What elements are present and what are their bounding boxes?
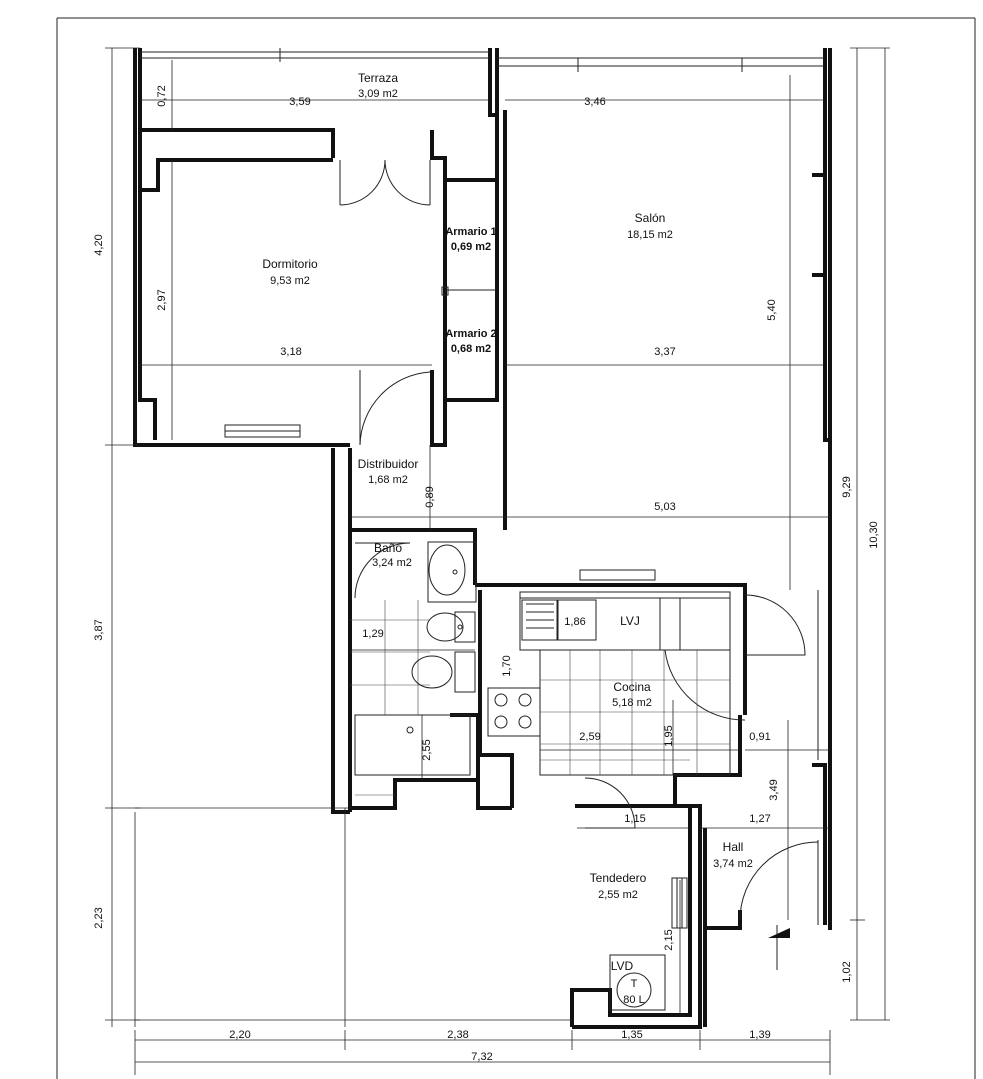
heater-label-bottom: 80 L: [623, 994, 644, 1006]
room-name-salon: Salón: [635, 211, 666, 225]
dim-1-15: 1,15: [624, 813, 645, 825]
dim-2-23: 2,23: [93, 907, 105, 928]
room-name-dormitorio: Dormitorio: [262, 257, 318, 271]
dim-3-49: 3,49: [768, 779, 780, 800]
tendedero-fixtures: [609, 877, 688, 1011]
room-area-bano: 3,24 m2: [372, 557, 412, 569]
dim-4-20: 4,20: [93, 234, 105, 255]
bath-tiles: [350, 600, 430, 796]
room-area-tendedero: 2,55 m2: [598, 889, 638, 901]
dim-1-27: 1,27: [749, 813, 770, 825]
dim-2-15: 2,15: [663, 929, 675, 950]
kitchen-fixtures: [487, 569, 731, 737]
dim-2-55: 2,55: [421, 739, 433, 760]
water-heater-icon: [616, 972, 652, 1008]
dim-3-37: 3,37: [654, 346, 675, 358]
room-area-armario2: 0,68 m2: [451, 343, 491, 355]
room-name-tendedero: Tendedero: [590, 871, 647, 885]
room-area-salon: 18,15 m2: [627, 229, 673, 241]
washbasin-icon: [427, 541, 477, 603]
lvd-label: LVD: [611, 959, 634, 973]
dimension-labels: 3,59 3,46 3,18 3,37 5,03 1,29 2,59 0,91 …: [93, 85, 880, 1063]
dim-0-89: 0,89: [424, 486, 436, 507]
dim-1-29: 1,29: [362, 628, 383, 640]
dimension-lines: [105, 47, 890, 1075]
bath-fixtures: [406, 541, 477, 734]
dim-1-95: 1,95: [663, 725, 675, 746]
room-name-armario2: Armario 2: [445, 328, 496, 340]
room-labels: Terraza 3,09 m2 Salón 18,15 m2 Dormitori…: [262, 71, 753, 1006]
room-area-dormitorio: 9,53 m2: [270, 275, 310, 287]
dim-1-02: 1,02: [841, 961, 853, 982]
dim-0-72: 0,72: [156, 85, 168, 106]
dim-2-20: 2,20: [229, 1029, 250, 1041]
dim-5-40: 5,40: [766, 299, 778, 320]
dim-3-46: 3,46: [584, 96, 605, 108]
room-name-hall: Hall: [723, 840, 744, 854]
room-area-hall: 3,74 m2: [713, 858, 753, 870]
dim-0-91: 0,91: [749, 731, 770, 743]
exterior-walls: [133, 48, 832, 1029]
dim-2-38: 2,38: [447, 1029, 468, 1041]
room-area-distribuidor: 1,68 m2: [368, 474, 408, 486]
dim-7-32: 7,32: [471, 1051, 492, 1063]
dim-9-29: 9,29: [841, 476, 853, 497]
room-area-cocina: 5,18 m2: [612, 697, 652, 709]
kitchen-tiles: [539, 649, 731, 776]
room-area-armario1: 0,69 m2: [451, 241, 491, 253]
interior-walls: [350, 110, 747, 930]
dim-2-97: 2,97: [156, 289, 168, 310]
entrance-arrow-icon: [768, 925, 790, 970]
hob-icon: [487, 687, 541, 737]
dim-3-59: 3,59: [289, 96, 310, 108]
terrace-rail: [279, 48, 743, 72]
sink-icon: [521, 599, 597, 641]
room-area-terraza: 3,09 m2: [358, 88, 398, 100]
dim-1-35: 1,35: [621, 1029, 642, 1041]
room-name-armario1: Armario 1: [445, 226, 496, 238]
dim-10-30: 10,30: [868, 521, 880, 549]
heater-label-top: T: [631, 978, 638, 990]
shower-icon: [406, 726, 414, 734]
bidet-icon: [426, 611, 476, 643]
dim-1-70: 1,70: [501, 655, 513, 676]
dim-3-87: 3,87: [93, 619, 105, 640]
dim-3-18: 3,18: [280, 346, 301, 358]
dim-1-39: 1,39: [749, 1029, 770, 1041]
sink-label: 1,86: [564, 616, 585, 628]
room-name-cocina: Cocina: [613, 680, 651, 694]
room-name-distribuidor: Distribuidor: [358, 457, 419, 471]
toilet-icon: [411, 651, 476, 693]
lvj-label: LVJ: [620, 614, 640, 628]
dim-2-59: 2,59: [579, 731, 600, 743]
room-name-bano: Baño: [374, 541, 402, 555]
doors: [339, 159, 819, 921]
room-name-terraza: Terraza: [358, 71, 398, 85]
dim-5-03: 5,03: [654, 501, 675, 513]
